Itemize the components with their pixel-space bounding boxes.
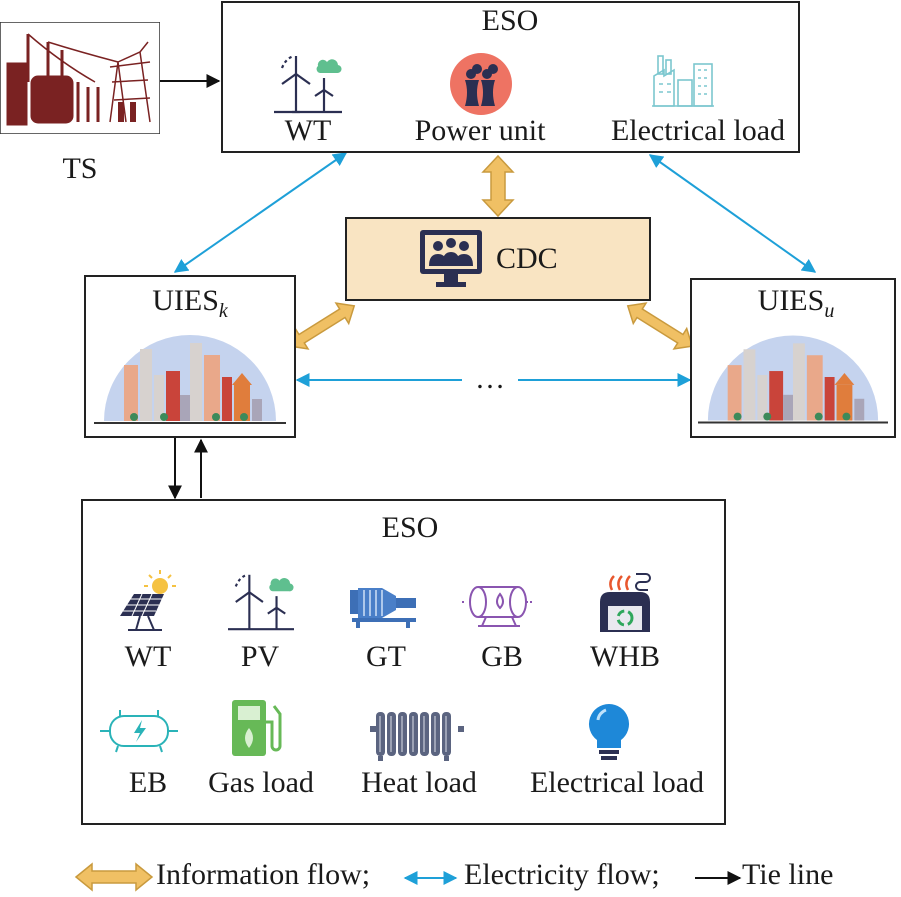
legend-info-arrow: [74, 862, 154, 892]
cdc-label: CDC: [496, 242, 558, 275]
uies-k-name: UIES: [152, 284, 219, 317]
waste-heat-boiler-icon: [594, 568, 656, 634]
gas-pump-icon: [228, 696, 292, 758]
information-flow-cdc-uiesk: [288, 302, 356, 350]
solar-panel-icon: [114, 568, 182, 634]
gas-boiler-icon: [460, 582, 534, 630]
gas-turbine-icon: [346, 580, 422, 630]
city-skyline-icon: [698, 325, 888, 429]
electricity-flow-eso-uiesu: [648, 154, 817, 273]
electric-boiler-icon: [96, 708, 182, 754]
uies-k-subscript: k: [218, 300, 228, 322]
eso-bottom-gas-load-label: Gas load: [208, 766, 314, 799]
eso-bottom-gt-label: GT: [366, 640, 406, 673]
uies-u-label: UIESu: [716, 284, 876, 323]
factory-icon: [652, 52, 714, 108]
wind-turbine-icon: [274, 52, 342, 114]
uies-k-label: UIESk: [110, 284, 270, 323]
city-skyline-icon: [94, 325, 286, 429]
eso-bottom-whb-label: WHB: [590, 640, 660, 673]
eso-bottom-pv-label: PV: [240, 640, 280, 673]
eso-bottom-wt-label: WT: [124, 640, 172, 673]
information-flow-eso-cdc: [481, 154, 515, 218]
substation-icon: [0, 21, 161, 135]
eso-bottom-gb-label: GB: [481, 640, 523, 673]
wind-turbine-icon: [228, 570, 294, 632]
eso-top-power-unit-label: Power unit: [414, 114, 546, 147]
eso-bottom-title: ESO: [381, 511, 439, 544]
eso-bottom-electrical-load-label: Electrical load: [529, 766, 705, 799]
eso-bottom-box: [81, 499, 726, 825]
eso-top-electrical-load-label: Electrical load: [610, 114, 786, 147]
ellipsis: …: [475, 362, 505, 395]
cdc-box: [345, 217, 651, 301]
uies-u-name: UIES: [757, 284, 825, 317]
electricity-flow-eso-uiesk: [173, 152, 348, 273]
eso-bottom-heat-load-label: Heat load: [361, 766, 477, 799]
power-plant-icon: [449, 52, 513, 116]
eso-top-wt-label: WT: [284, 114, 332, 147]
ts-label: TS: [62, 152, 98, 185]
uies-u-subscript: u: [824, 300, 835, 322]
eso-top-title: ESO: [481, 4, 539, 37]
legend-elec-label: Electricity flow;: [464, 858, 660, 891]
legend-tie-label: Tie line: [742, 858, 834, 891]
monitor-people-icon: [418, 228, 484, 290]
information-flow-cdc-uiesu: [626, 302, 694, 350]
radiator-icon: [368, 706, 466, 762]
legend-info-label: Information flow;: [156, 858, 371, 891]
eso-bottom-eb-label: EB: [128, 766, 168, 799]
light-bulb-icon: [584, 702, 634, 764]
